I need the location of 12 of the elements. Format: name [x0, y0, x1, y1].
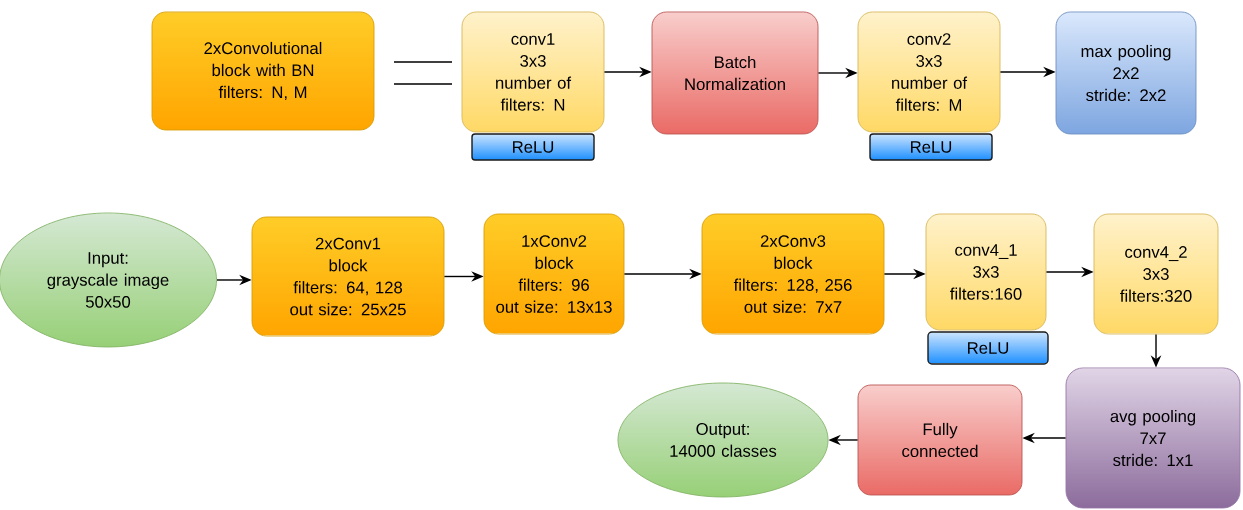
activation-box: ReLU: [869, 133, 993, 161]
process-box: Fully connected: [857, 384, 1023, 496]
pooling-box: avg pooling 7x7 stride: 1x1: [1065, 367, 1241, 509]
block-box: 2xConvolutional block with BN filters: N, M: [151, 11, 375, 131]
activation-box: ReLU: [471, 133, 595, 161]
block-box: 1xConv2 block filters: 96 out size: 13x13: [483, 213, 625, 335]
block-box: 2xConv3 block filters: 128, 256 out size: 7x7: [701, 213, 885, 335]
pooling-box: max pooling 2x2 stride: 2x2: [1055, 11, 1197, 135]
process-box: Batch Normalization: [651, 11, 819, 135]
conv-box: conv4_2 3x3 filters:320: [1093, 213, 1219, 335]
activation-box: ReLU: [927, 331, 1049, 365]
block-box: 2xConv1 block filters: 64, 128 out size: 25x25: [251, 216, 445, 337]
